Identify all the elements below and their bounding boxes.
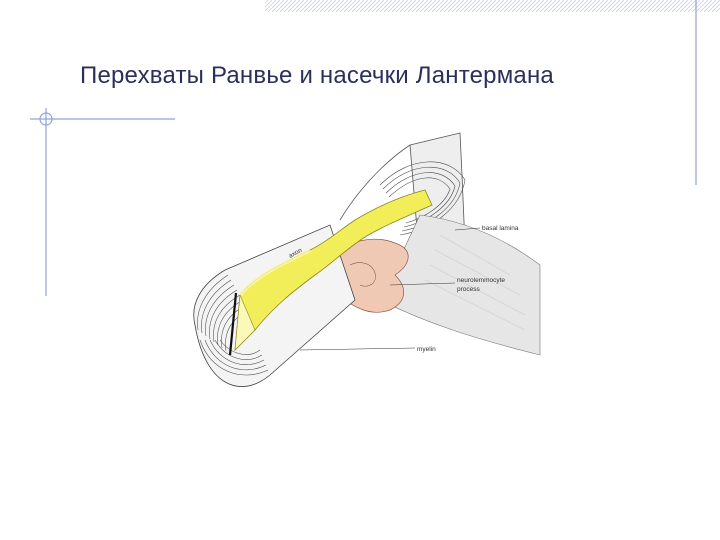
axolemma	[228, 292, 238, 356]
label-myelin: myelin	[417, 346, 436, 353]
label-neurolemmocyte: neurolemmocyte	[457, 277, 505, 284]
slide-title: Перехваты Ранвье и насечки Лантермана	[80, 62, 554, 89]
basal-lamina-stipple	[424, 234, 526, 331]
guide-circle	[39, 112, 53, 126]
label-process: process	[457, 286, 481, 293]
axon-cut-face	[234, 294, 256, 351]
top-hatch-band	[265, 0, 720, 12]
ranvier-node-diagram: axon basal lamina neurolemmocyte process…	[193, 132, 541, 387]
far-sheath-edge	[339, 144, 411, 221]
label-basal-lamina: basal lamina	[482, 225, 519, 232]
callout-lines	[299, 227, 481, 351]
basal-lamina-sheet	[379, 214, 541, 356]
cytoplasm-fold	[349, 262, 376, 287]
axon-highlight	[238, 248, 311, 297]
